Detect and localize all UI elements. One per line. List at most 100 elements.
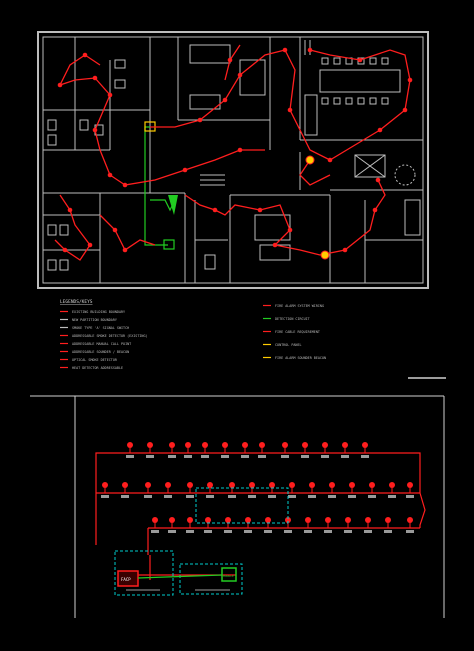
riser-device-symbol	[369, 482, 375, 488]
detector-symbol	[237, 147, 243, 153]
device-tag	[248, 495, 256, 498]
device-tag	[328, 495, 336, 498]
detector-symbol	[227, 57, 233, 63]
device-tag	[344, 530, 352, 533]
device-tag	[221, 455, 229, 458]
device-tag	[244, 530, 252, 533]
service-box	[354, 154, 386, 178]
riser-device-symbol	[345, 517, 351, 523]
facp-label: FACP	[121, 577, 131, 582]
device-tag	[304, 530, 312, 533]
device-tag	[186, 530, 194, 533]
riser-device-symbol	[407, 482, 413, 488]
device-tag	[144, 495, 152, 498]
device-tag	[301, 455, 309, 458]
legend-entry: CONTROL PANEL	[275, 343, 302, 347]
riser-device-symbol	[407, 517, 413, 523]
riser-device-symbol	[165, 482, 171, 488]
device-tag	[101, 495, 109, 498]
conference-table	[319, 69, 401, 93]
riser-device-symbol	[229, 482, 235, 488]
legend-left-column: EXISTING BUILDING BOUNDARY NEW PARTITION …	[60, 310, 148, 370]
module-group	[114, 550, 174, 596]
module-group	[179, 563, 243, 595]
sounder-beacon-icon	[320, 250, 330, 260]
device-tag	[184, 455, 192, 458]
device-tag	[146, 455, 154, 458]
riser-device-symbol	[127, 442, 133, 448]
riser-device-symbol	[187, 482, 193, 488]
riser-device-symbol	[285, 517, 291, 523]
detector-symbol	[57, 82, 63, 88]
legend-entry: ADDRESSABLE MANUAL CALL POINT	[72, 342, 131, 346]
desk	[189, 44, 231, 64]
riser-device-symbol	[259, 442, 265, 448]
legend-entry: FIRE CABLE REQUIREMENT	[275, 330, 320, 334]
detector-symbol	[92, 127, 98, 133]
device-tag	[388, 495, 396, 498]
detector-symbol	[402, 107, 408, 113]
riser-device-symbol	[202, 442, 208, 448]
device-tag	[151, 530, 159, 533]
device-tag	[406, 495, 414, 498]
riser-devices-row2	[101, 482, 414, 498]
detector-symbol	[107, 172, 113, 178]
riser-devices-row1	[126, 442, 369, 458]
detector-symbol	[237, 72, 243, 78]
detector-symbol	[357, 57, 363, 63]
cabinet	[404, 199, 421, 236]
riser-device-symbol	[169, 517, 175, 523]
legend-entry: SMOKE TYPE 'A' SIGNAL SWITCH	[72, 326, 129, 330]
riser-device-symbol	[289, 482, 295, 488]
fire-alarm-wiring-plan	[54, 44, 411, 261]
detector-symbol	[257, 207, 263, 213]
device-tag	[384, 530, 392, 533]
riser-wiring	[95, 452, 426, 580]
detector-symbol	[122, 247, 128, 253]
legend-entry: NEW PARTITION BOUNDARY	[72, 318, 117, 322]
riser-frame	[30, 395, 445, 618]
detector-symbol	[287, 227, 293, 233]
riser-device-symbol	[325, 517, 331, 523]
device-tag	[206, 495, 214, 498]
riser-device-symbol	[282, 442, 288, 448]
legend-entry: ADDRESSABLE SOUNDER / BEACON	[72, 350, 129, 354]
chairs	[321, 57, 389, 105]
riser-device-symbol	[385, 517, 391, 523]
riser-device-symbol	[305, 517, 311, 523]
detector-symbol	[342, 247, 348, 253]
building-inner-outline	[42, 36, 424, 284]
legend-entry: EXISTING BUILDING BOUNDARY	[72, 310, 125, 314]
device-tag	[308, 495, 316, 498]
toilet-fixtures	[47, 59, 216, 271]
detector-symbol	[87, 242, 93, 248]
detection-marker	[168, 195, 178, 215]
device-tag	[186, 495, 194, 498]
device-tag	[224, 530, 232, 533]
riser-device-symbol	[265, 517, 271, 523]
riser-device-symbol	[302, 442, 308, 448]
legend-entry: DETECTION CIRCUIT	[275, 317, 310, 321]
device-tag	[406, 530, 414, 533]
device-tag	[201, 455, 209, 458]
riser-device-symbol	[169, 442, 175, 448]
device-tag	[324, 530, 332, 533]
legend-entry: ADDRESSABLE SMOKE DETECTOR (EXISTING)	[72, 334, 148, 338]
device-tag	[284, 530, 292, 533]
detector-symbol	[112, 227, 118, 233]
detector-symbol	[82, 52, 88, 58]
riser-device-symbol	[152, 517, 158, 523]
device-tag	[121, 495, 129, 498]
riser-device-symbol	[365, 517, 371, 523]
detector-symbol	[372, 207, 378, 213]
device-tag	[321, 455, 329, 458]
device-tag	[361, 455, 369, 458]
plan-devices	[57, 47, 413, 253]
device-tag	[168, 530, 176, 533]
device-tag	[126, 455, 134, 458]
legend: LEGENDS/KEYS EXISTING BUILDING BOUNDARYN…	[60, 299, 446, 379]
riser-device-symbol	[205, 517, 211, 523]
legend-entry: FIRE ALARM SYSTEM WIRING	[275, 304, 324, 308]
legend-right-column: FIRE ALARM SYSTEM WIRING DETECTION CIRCUI…	[263, 304, 326, 360]
